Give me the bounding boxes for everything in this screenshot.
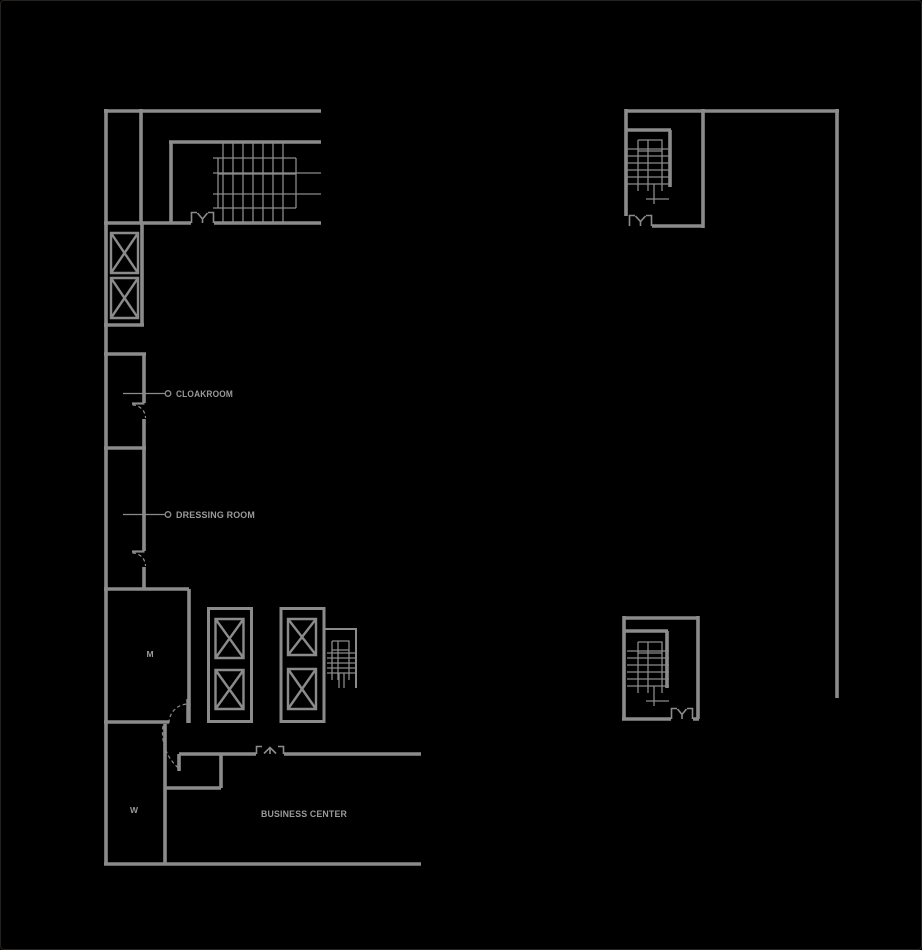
label-womens-room: W (130, 805, 139, 815)
walls-left-wing (104, 109, 421, 866)
label-dressing-room: DRESSING ROOM (176, 510, 255, 521)
walls-top-right-stairwell (624, 109, 839, 228)
door-arc-icon-dressing-room (132, 552, 147, 567)
elevator-x-icon-bank1-bottom (214, 668, 245, 711)
elevator-x-icon-bank2-top (286, 617, 318, 657)
label-cloakroom: CLOAKROOM (176, 389, 233, 400)
stair-icon-top-left (213, 142, 321, 223)
door-swing-icon-top-right-stair (628, 214, 653, 226)
leader-dot-icon (164, 390, 172, 397)
leader-dressing-room (123, 511, 172, 518)
door-arc-icon-mens-room (168, 703, 189, 724)
label-mens-room: M (146, 649, 153, 659)
elevator-x-icon-left-shaft-2 (109, 276, 140, 320)
elevator-x-icon-bank1-top (214, 617, 245, 660)
elevator-bank-1-frame (207, 607, 253, 723)
leader-dot-icon (164, 511, 172, 518)
door-swing-icon-business-center (255, 745, 285, 755)
walls-bottom-right-stairwell (622, 616, 700, 721)
door-swing-icon-top-left-stair (190, 211, 215, 223)
leader-cloakroom (123, 390, 172, 397)
stair-icon-bottom-right (626, 641, 670, 707)
stair-icon-mid (327, 640, 357, 688)
door-arc-icon-cloakroom (132, 404, 147, 419)
stair-icon-top-right (627, 139, 669, 204)
door-swing-icon-bottom-right-stair (670, 707, 694, 719)
elevator-x-icon-left-shaft-1 (109, 231, 140, 275)
door-arc-icon-womens-room (161, 725, 180, 770)
elevator-bank-2-frame (279, 607, 326, 723)
elevator-x-icon-bank2-bottom (286, 667, 318, 711)
label-business-center: BUSINESS CENTER (261, 809, 347, 820)
